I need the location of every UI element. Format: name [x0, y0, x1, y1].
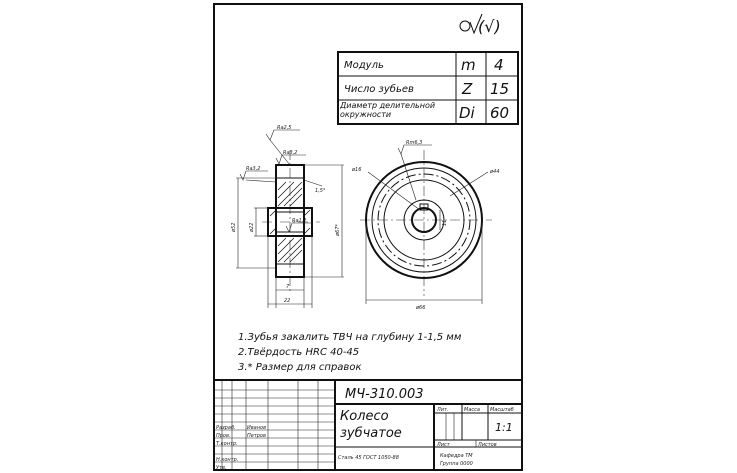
gear-front-view: ø16 ø44 11 Rm6,3 ø66	[351, 140, 499, 311]
param-name: Диаметр делительной окружности	[340, 101, 436, 119]
svg-text:Ra3,2: Ra3,2	[246, 166, 261, 172]
param-symbol: Z	[461, 80, 473, 98]
roughness-ra32-side: Ra3,2	[239, 166, 277, 183]
part-name: зубчатое	[340, 426, 402, 441]
gear-section-view: ø52 ø22 ø67* 7 22 1,5° Ra2,5 Ra3	[231, 125, 344, 308]
dim-d16: ø16	[351, 167, 361, 173]
dim-d44: ø44	[489, 169, 499, 175]
param-name: Модуль	[344, 60, 384, 71]
roughness-ra25: Ra2,5	[265, 125, 300, 166]
gear-parameters-table: Модуль m 4 Число зубьев Z 15 Диаметр дел…	[337, 51, 519, 125]
param-name: Число зубьев	[344, 83, 414, 95]
note-line: 3.* Размер для справок	[238, 362, 361, 373]
role-label: Разраб.	[216, 425, 236, 431]
roughness-ra32: Ra3,2	[275, 150, 306, 165]
svg-text:(√): (√)	[478, 17, 501, 36]
part-name: Колесо	[340, 409, 389, 424]
roughness-ra12: Ra1,2	[285, 218, 312, 233]
sheet-label: Лист	[436, 442, 451, 448]
svg-text:Rm6,3: Rm6,3	[406, 140, 422, 146]
dim-chamfer: 1,5°	[315, 188, 326, 194]
col-scale: Масштаб	[490, 407, 514, 413]
role-label: Пров.	[216, 433, 231, 439]
person-name: Иванов	[247, 425, 266, 431]
col-lit: Лит.	[436, 407, 449, 413]
scale-value: 1:1	[495, 421, 513, 434]
dim-w22: 22	[284, 298, 290, 304]
title-block: Разраб. Пров. Т.контр. Н.контр. Утв. Ива…	[213, 379, 523, 471]
role-label: Утв.	[216, 465, 227, 471]
general-roughness-mark: (√)	[459, 13, 501, 36]
material: Сталь 45 ГОСТ 1050-88	[338, 455, 399, 461]
dim-d66: ø66	[415, 305, 425, 311]
roughness-rm63: Rm6,3	[397, 140, 432, 201]
param-value: 60	[490, 104, 509, 122]
dim-d52: ø52	[231, 223, 237, 233]
dim-d22: ø22	[249, 223, 255, 233]
doc-code: МЧ-310.003	[345, 387, 424, 402]
col-mass: Масса	[464, 407, 480, 413]
technical-notes: 1.Зубья закалить ТВЧ на глубину 1-1,5 мм…	[238, 331, 462, 373]
param-symbol: m	[461, 56, 476, 74]
note-line: 2.Твёрдость HRC 40-45	[238, 347, 359, 358]
dim-key: 11	[442, 220, 448, 226]
param-value: 4	[494, 56, 504, 74]
param-symbol: Di	[459, 104, 476, 122]
org-line: Кафедра ТМ	[440, 453, 473, 459]
param-value: 15	[490, 80, 509, 98]
note-line: 1.Зубья закалить ТВЧ на глубину 1-1,5 мм	[238, 331, 462, 343]
org-line: Группа 0000	[440, 461, 473, 467]
dim-d67: ø67*	[335, 224, 341, 237]
person-name: Петров	[247, 433, 266, 439]
role-label: Т.контр.	[216, 441, 238, 447]
svg-text:Ra1,2: Ra1,2	[292, 218, 307, 224]
svg-text:Ra2,5: Ra2,5	[277, 125, 292, 131]
svg-text:Ra3,2: Ra3,2	[283, 150, 298, 156]
dim-w7: 7	[286, 284, 290, 290]
role-label: Н.контр.	[216, 457, 238, 463]
sheets-label: Листов	[477, 442, 497, 448]
